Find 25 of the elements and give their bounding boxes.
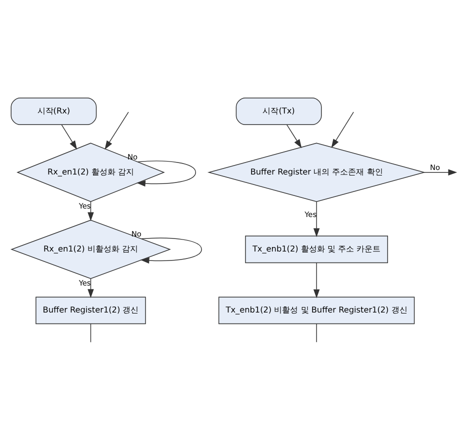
node-box: Tx_enb1(2) 활성화 및 주소 카운트 bbox=[245, 236, 388, 264]
arrow bbox=[286, 124, 302, 148]
arrow bbox=[104, 112, 129, 150]
edge-label: Yes bbox=[304, 210, 317, 219]
edge-label: Yes bbox=[78, 278, 91, 288]
arrow bbox=[424, 169, 458, 176]
arrow bbox=[136, 160, 196, 187]
node-box: 시작(Rx) bbox=[10, 98, 97, 125]
edge-label: No bbox=[128, 152, 138, 162]
arrow bbox=[61, 124, 78, 150]
node-box: Tx_enb1(2) 비활성 및 Buffer Register1(2) 갱신 bbox=[218, 296, 415, 324]
edge-label: Yes bbox=[78, 202, 91, 211]
arrow bbox=[140, 238, 202, 264]
connector bbox=[316, 323, 317, 343]
node-diamond: Buffer Register 내의 주소존재 확인 bbox=[207, 142, 426, 202]
node-box: 시작(Tx) bbox=[236, 98, 322, 125]
connector bbox=[90, 323, 92, 343]
edge-label: No bbox=[430, 163, 440, 172]
arrow bbox=[313, 201, 320, 238]
edge-label: No bbox=[131, 230, 142, 239]
arrow bbox=[331, 112, 354, 148]
arrow bbox=[313, 262, 320, 298]
arrow bbox=[88, 201, 94, 222]
node-box: Buffer Register1(2) 갱신 bbox=[36, 296, 146, 324]
arrow bbox=[88, 278, 94, 298]
